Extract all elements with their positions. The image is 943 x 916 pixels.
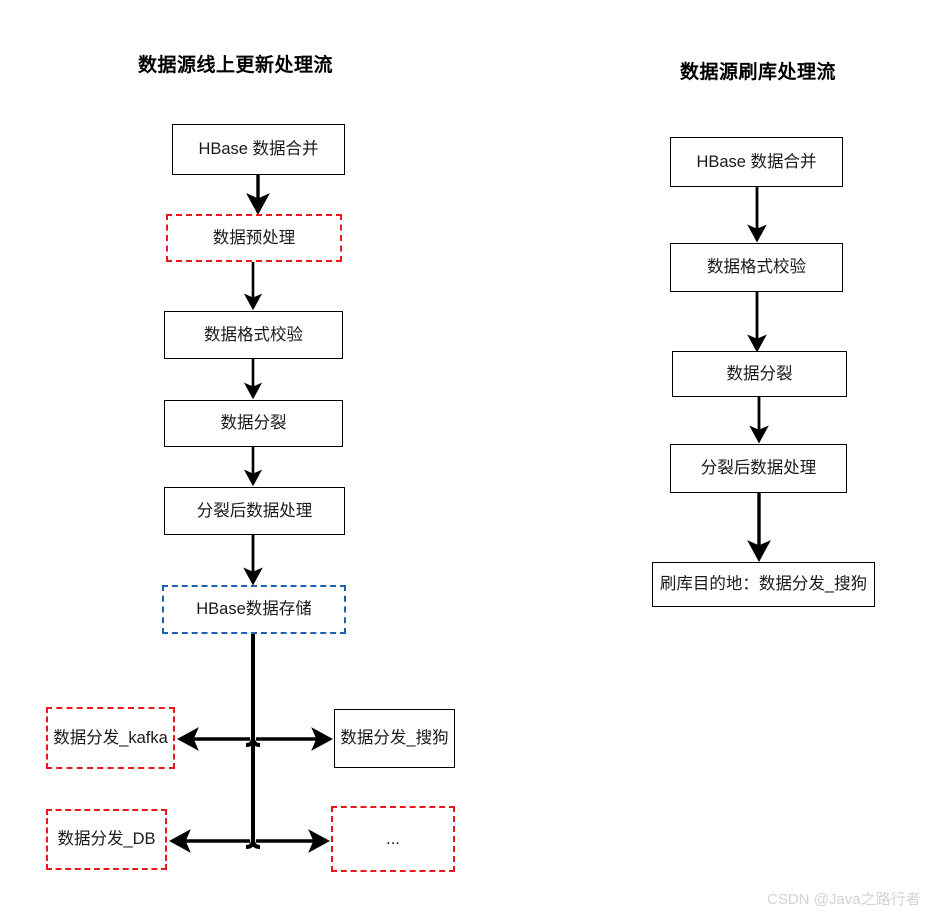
node-refresh-destination[interactable]: 刷库目的地：数据分发_搜狗 [652, 562, 875, 607]
node-post-split-process-right[interactable]: 分裂后数据处理 [670, 444, 847, 493]
node-hbase-storage[interactable]: HBase数据存储 [162, 585, 346, 634]
right-flow-title: 数据源刷库处理流 [680, 62, 837, 83]
node-format-validate-left[interactable]: 数据格式校验 [164, 311, 343, 359]
left-flow-title: 数据源线上更新处理流 [138, 55, 334, 76]
node-hbase-merge-left[interactable]: HBase 数据合并 [172, 124, 345, 175]
node-dispatch-kafka[interactable]: 数据分发_kafka [46, 707, 175, 769]
node-dispatch-sogou-left[interactable]: 数据分发_搜狗 [334, 709, 455, 768]
node-post-split-process-left[interactable]: 分裂后数据处理 [164, 487, 345, 535]
node-dispatch-more[interactable]: ... [331, 806, 455, 872]
node-data-split-right[interactable]: 数据分裂 [672, 351, 847, 397]
node-hbase-merge-right[interactable]: HBase 数据合并 [670, 137, 843, 187]
node-data-split-left[interactable]: 数据分裂 [164, 400, 343, 447]
node-data-preprocess[interactable]: 数据预处理 [166, 214, 342, 262]
watermark-text: CSDN @Java之路行者 [767, 891, 921, 908]
node-format-validate-right[interactable]: 数据格式校验 [670, 243, 843, 292]
node-dispatch-db[interactable]: 数据分发_DB [46, 809, 167, 870]
